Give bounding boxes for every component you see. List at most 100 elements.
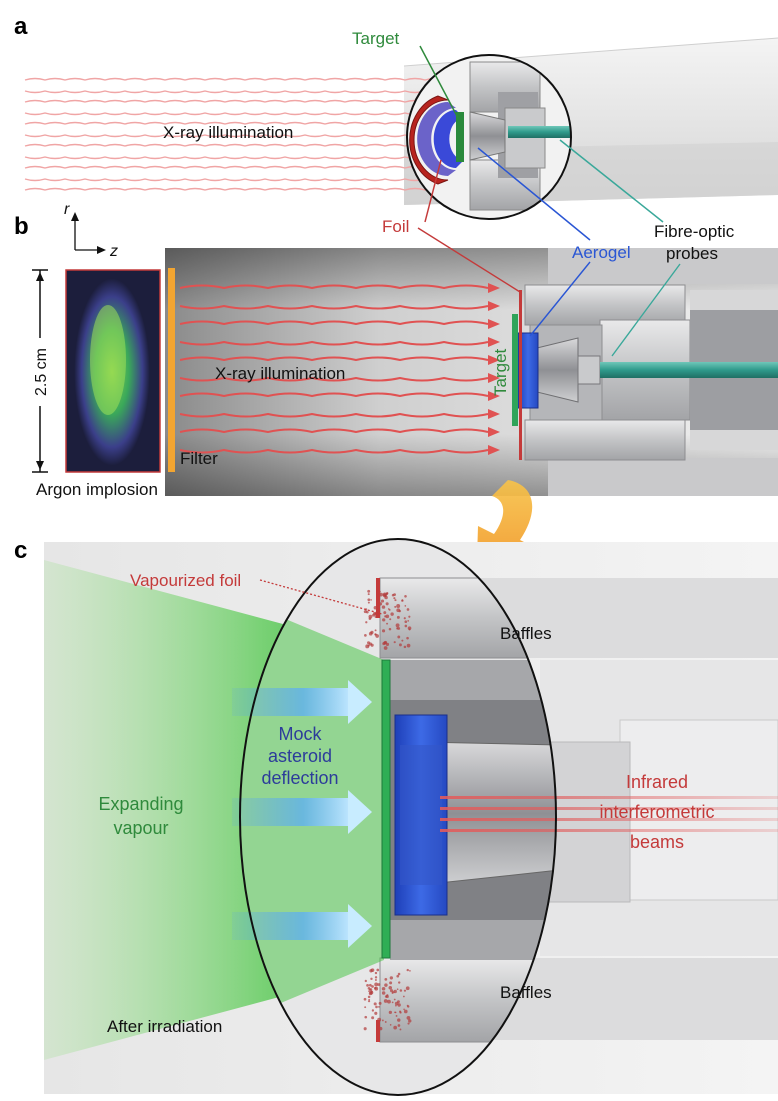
speckle-dot xyxy=(364,634,367,637)
speckle-dot xyxy=(388,627,392,631)
speckle-dot xyxy=(394,1001,399,1006)
xray-arrowhead xyxy=(488,319,500,329)
panel-b-xray-arrows xyxy=(179,283,500,455)
speckle-dot xyxy=(396,988,399,991)
xray-wave xyxy=(24,77,446,81)
speckle-dot xyxy=(369,969,373,973)
speckle-dot xyxy=(403,617,406,620)
speckle-dot xyxy=(395,1015,398,1017)
speckle-dot xyxy=(365,621,368,624)
speckle-dot xyxy=(384,1021,387,1023)
speckle-dot xyxy=(399,1010,402,1013)
speckle-dot xyxy=(370,990,373,993)
speckle-dot xyxy=(383,999,388,1003)
panel-b-target-label: Target xyxy=(491,348,510,396)
speckle-dot xyxy=(368,998,371,1001)
speckle-dot xyxy=(404,595,407,598)
xray-arrowhead xyxy=(488,409,500,419)
panel-a: a X-ray illumination xyxy=(14,13,778,241)
speckle-dot xyxy=(395,1004,397,1007)
speckle-dot xyxy=(370,977,373,981)
xray-wave xyxy=(24,99,446,103)
speckle-dot xyxy=(367,644,370,647)
infrared-beams xyxy=(440,796,778,832)
speckle-dot xyxy=(408,628,411,631)
xray-arrowhead xyxy=(488,301,500,311)
speckle-dot xyxy=(396,627,399,630)
speckle-dot xyxy=(389,618,392,621)
speckle-dot xyxy=(406,1004,409,1007)
baffles-top-label: Baffles xyxy=(500,624,552,643)
speckle-dot xyxy=(394,599,397,602)
speckle-dot xyxy=(393,641,396,644)
speckle-dot xyxy=(393,597,396,600)
speckle-dot xyxy=(381,605,386,609)
xray-arrow xyxy=(179,428,489,434)
speckle-dot xyxy=(380,599,385,603)
speckle-dot xyxy=(403,1008,405,1011)
speckle-dot xyxy=(389,981,393,985)
speckle-dot xyxy=(366,984,369,987)
vapourized-foil-label: Vapourized foil xyxy=(130,571,241,590)
speckle-dot xyxy=(368,617,372,620)
deflection-arrow-head xyxy=(348,790,372,834)
mock-deflection-line2: asteroid xyxy=(268,746,332,766)
vapourized-foil-speckle xyxy=(363,589,412,1031)
speckle-dot xyxy=(406,1016,411,1020)
speckle-dot xyxy=(406,608,410,611)
speckle-dot xyxy=(387,999,391,1004)
mock-deflection-line3: deflection xyxy=(261,768,338,788)
panel-a-target-label: Target xyxy=(352,29,400,48)
speckle-dot xyxy=(404,624,408,628)
speckle-dot xyxy=(397,1018,401,1022)
scale-bar-label: 2.5 cm xyxy=(33,348,50,396)
speckle-dot xyxy=(379,592,384,597)
speckle-dot xyxy=(374,971,378,975)
speckle-dot xyxy=(364,1015,368,1019)
speckle-dot xyxy=(408,615,411,618)
deflection-arrow-head xyxy=(348,680,372,724)
speckle-dot xyxy=(408,1019,412,1023)
mock-deflection-line1: Mock xyxy=(278,724,322,744)
infrared-line3: beams xyxy=(630,832,684,852)
xray-arrow xyxy=(179,412,489,418)
infrared-line1: Infrared xyxy=(626,772,688,792)
speckle-dot xyxy=(375,1005,378,1009)
aerogel-label: Aerogel xyxy=(572,243,631,262)
xray-arrow xyxy=(179,304,489,310)
speckle-dot xyxy=(406,636,409,640)
speckle-dot xyxy=(402,995,405,998)
speckle-dot xyxy=(393,1025,398,1030)
speckle-dot xyxy=(373,1002,377,1006)
axis-r-label: r xyxy=(64,201,70,218)
speckle-dot xyxy=(387,608,390,610)
speckle-dot xyxy=(385,642,390,646)
speckle-dot xyxy=(401,639,404,642)
speckle-dot xyxy=(394,1011,396,1014)
speckle-dot xyxy=(374,982,379,987)
speckle-dot xyxy=(363,1027,367,1031)
xray-arrowhead xyxy=(488,391,500,401)
speckle-dot xyxy=(377,983,381,986)
panel-b-letter: b xyxy=(14,213,29,240)
speckle-dot xyxy=(371,1009,375,1012)
speckle-dot xyxy=(381,991,386,995)
speckle-dot xyxy=(397,1024,401,1027)
speckle-dot xyxy=(371,1016,375,1020)
xray-wave xyxy=(24,143,446,147)
xray-arrowhead xyxy=(488,283,500,293)
speckle-dot xyxy=(374,633,377,636)
foil-label: Foil xyxy=(382,217,409,236)
speckle-dot xyxy=(367,598,371,602)
speckle-dot xyxy=(388,1010,393,1014)
speckle-dot xyxy=(367,995,371,999)
xray-arrowhead xyxy=(488,427,500,437)
speckle-dot xyxy=(389,976,393,980)
xray-wave xyxy=(24,134,446,138)
panel-a-letter: a xyxy=(14,13,28,40)
speckle-dot xyxy=(405,986,410,991)
speckle-dot xyxy=(396,974,400,978)
argon-implosion-label: Argon implosion xyxy=(36,480,158,499)
speckle-dot xyxy=(397,972,401,976)
